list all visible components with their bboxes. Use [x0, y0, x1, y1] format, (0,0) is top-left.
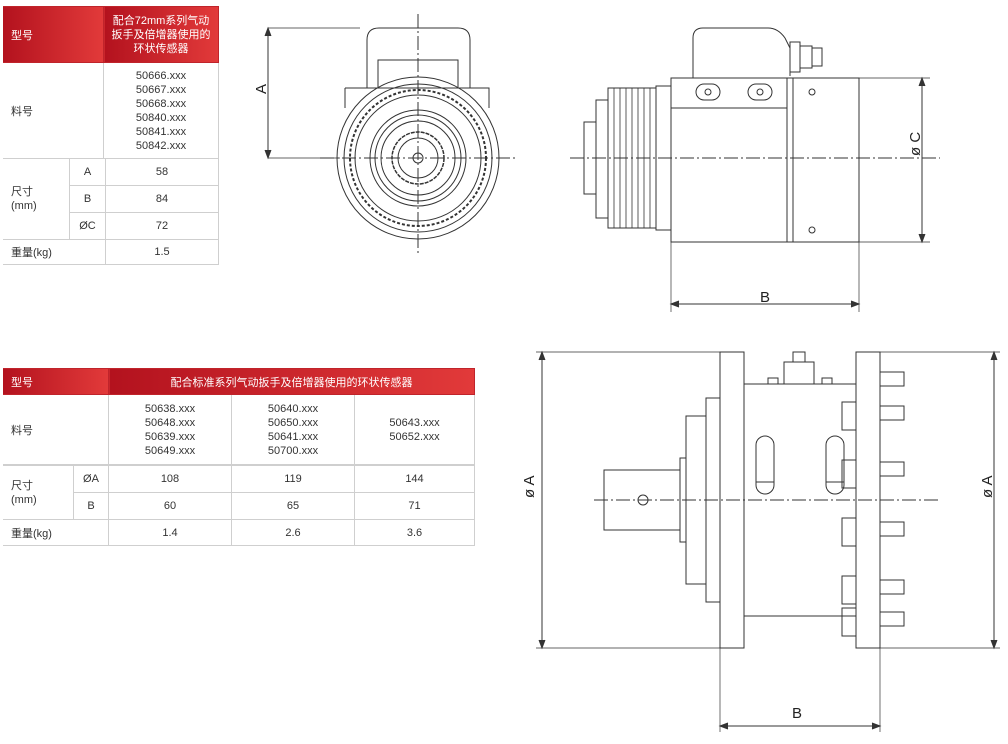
part-number: 50643.xxx [389, 416, 440, 429]
table2-dim-value: 65 [231, 492, 355, 520]
part-number: 50641.xxx [267, 430, 319, 443]
table2-weight-label: 重量(kg) [3, 519, 109, 546]
table2-header-model: 型号 [3, 368, 109, 395]
dim-label-a-right: ø A [979, 475, 996, 498]
table1-part-numbers: 50666.xxx 50667.xxx 50668.xxx 50840.xxx … [103, 62, 219, 159]
table2-size-unit: (mm) [11, 493, 37, 506]
table2-part-label: 料号 [3, 394, 109, 465]
table2-part-group: 50643.xxx 50652.xxx [354, 394, 475, 465]
part-number: 50640.xxx [267, 402, 319, 415]
table2-weight-value: 1.4 [108, 519, 232, 546]
part-number: 50840.xxx [135, 111, 187, 124]
part-number: 50841.xxx [135, 125, 187, 138]
part-number: 50667.xxx [135, 83, 187, 96]
table2-header-desc: 配合标准系列气动扳手及倍增器使用的环状传感器 [108, 368, 475, 395]
dim-label-b-bottom: B [792, 705, 802, 722]
part-number: 50668.xxx [135, 97, 187, 110]
spec-table-standard: 型号 配合标准系列气动扳手及倍增器使用的环状传感器 料号 50638.xxx 5… [3, 368, 475, 465]
table2-dim-value: 71 [354, 492, 475, 520]
side-view-ring-sensor [570, 27, 940, 312]
table1-size-label: 尺寸 [11, 186, 33, 198]
part-number: 50639.xxx [144, 430, 196, 443]
spec-table-standard-dims: 尺寸 (mm) ØA 108 119 144 B 60 65 71 重量(kg)… [3, 465, 475, 546]
part-number: 50648.xxx [144, 416, 196, 429]
table2-part-group: 50640.xxx 50650.xxx 50641.xxx 50700.xxx [231, 394, 355, 465]
table2-weight-value: 2.6 [231, 519, 355, 546]
dim-label-b-side: B [760, 289, 770, 306]
table2-dim-value: 119 [231, 465, 355, 493]
table2-size-cell: 尺寸 (mm) [3, 465, 74, 520]
dim-label-a-left: ø A [521, 475, 538, 498]
dim-label-a-front: A [253, 84, 270, 94]
part-number: 50649.xxx [144, 444, 196, 457]
front-view-ring-sensor [264, 14, 516, 256]
table1-weight-value: 1.5 [105, 239, 219, 265]
table2-weight-value: 3.6 [354, 519, 475, 546]
table1-dim-value: 72 [105, 212, 219, 240]
table1-size-unit: (mm) [11, 200, 37, 212]
side-view-standard-sensor [536, 350, 1000, 732]
spec-table-72mm: 型号 配合72mm系列气动扳手及倍增器使用的环状传感器 料号 50666.xxx… [3, 6, 219, 159]
table2-part-group: 50638.xxx 50648.xxx 50639.xxx 50649.xxx [108, 394, 232, 465]
table1-header-model: 型号 [3, 6, 104, 63]
part-number: 50842.xxx [135, 139, 187, 152]
dim-label-c-side: ø C [907, 132, 924, 156]
part-number: 50666.xxx [135, 69, 187, 82]
part-number: 50638.xxx [144, 402, 196, 415]
table2-dim-value: 144 [354, 465, 475, 493]
part-number: 50650.xxx [267, 416, 319, 429]
table1-size-cell: 尺寸 (mm) [3, 158, 70, 240]
spec-table-72mm-dims: 尺寸 (mm) A 58 B 84 ØC 72 重量(kg) 1.5 [3, 158, 219, 265]
table1-weight-label: 重量(kg) [3, 239, 106, 265]
part-number: 50652.xxx [389, 430, 440, 443]
part-number: 50700.xxx [267, 444, 319, 457]
table2-size-label: 尺寸 [11, 479, 33, 492]
